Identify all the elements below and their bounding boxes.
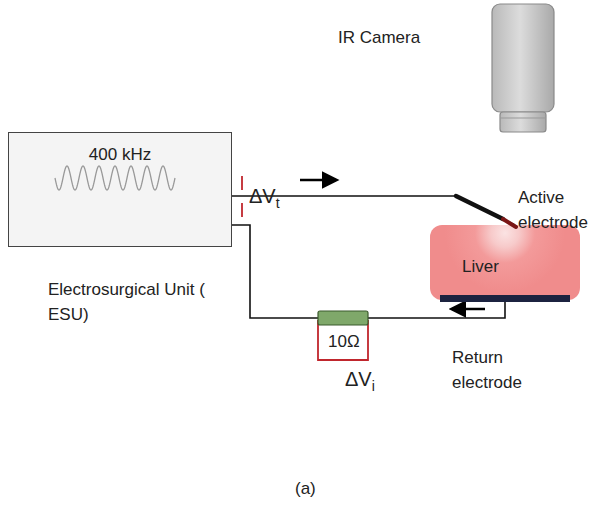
active-electrode bbox=[456, 196, 503, 219]
node-text: Liver bbox=[462, 255, 570, 280]
generator-box: 400 kHz bbox=[8, 132, 232, 247]
node-text: 400 kHz bbox=[9, 143, 231, 168]
camera-label: IR Camera bbox=[338, 26, 420, 51]
resistance-value: 10Ω bbox=[328, 330, 360, 355]
ir-camera bbox=[492, 4, 554, 132]
current-arrow bbox=[452, 308, 485, 311]
resistor-symbol bbox=[318, 311, 368, 325]
generator-label: Electrosurgical Unit ( ESU) bbox=[48, 278, 226, 327]
organ-tissue: Liver bbox=[430, 225, 580, 300]
voltage-bracket bbox=[318, 320, 368, 360]
current-arrow bbox=[300, 179, 336, 182]
electrode-label: Return electrode bbox=[452, 346, 544, 395]
voltage-label: ΔVt bbox=[249, 182, 280, 211]
voltage-label: ΔVi bbox=[345, 365, 375, 394]
voltage-probe bbox=[241, 176, 243, 217]
figure-caption: (a) bbox=[295, 477, 316, 502]
electrode-label: Active electrode bbox=[518, 186, 610, 235]
